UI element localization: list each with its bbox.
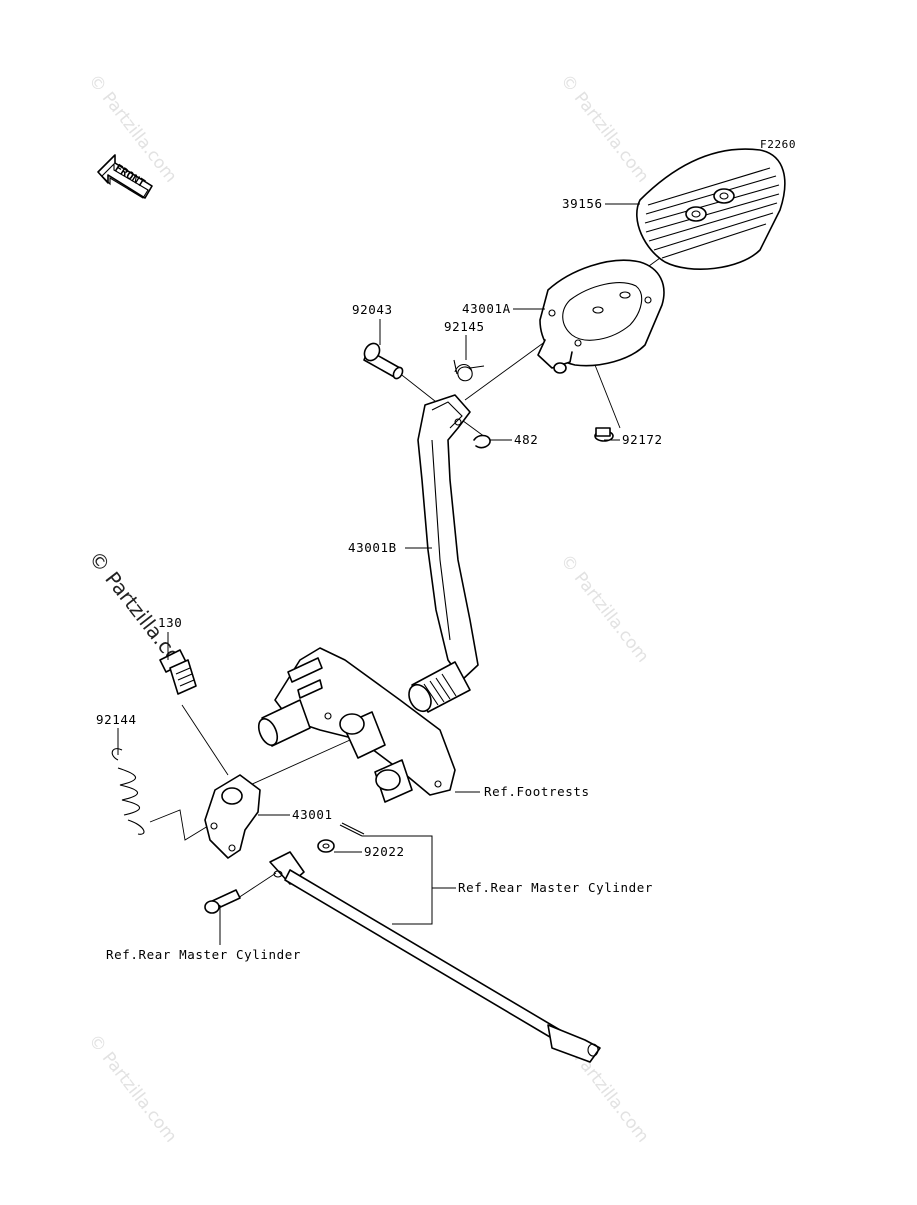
watermark-top-right: © Partzilla.com: [556, 71, 653, 187]
cotter-pin: [339, 822, 365, 837]
spring-92144: [111, 748, 145, 835]
label-92172: 92172: [622, 432, 663, 447]
label-43001B: 43001B: [348, 540, 397, 555]
watermarks: © Partzilla.com © Partzilla.com © Partzi…: [84, 71, 653, 1147]
label-ref-rear-master-cylinder-left: Ref.Rear Master Cylinder: [106, 947, 301, 962]
leader-lines: [117, 203, 640, 945]
brake-arm-43001: [204, 774, 261, 859]
label-92144: 92144: [96, 712, 137, 727]
clip-482: [473, 434, 491, 449]
label-43001: 43001: [292, 807, 333, 822]
bolt-130: [159, 649, 197, 695]
washer-92022: [317, 839, 335, 853]
splined-shaft: [408, 661, 471, 713]
spring-92145: [453, 359, 485, 382]
front-arrow-icon: FRONT: [97, 154, 153, 199]
label-92022: 92022: [364, 844, 405, 859]
label-43001A: 43001A: [462, 301, 511, 316]
label-130: 130: [158, 615, 182, 630]
pin-92043: [363, 342, 404, 380]
pedal-pad-39156: [636, 148, 786, 270]
part-labels: 39156 43001A 92043 92145 482 92172 43001…: [96, 196, 663, 962]
footrest-bracket: [257, 647, 456, 803]
label-39156: 39156: [562, 196, 603, 211]
watermark-mid-right: © Partzilla.com: [556, 551, 653, 667]
label-ref-rear-master-cylinder-right: Ref.Rear Master Cylinder: [458, 880, 653, 895]
figure-code: F2260: [760, 138, 796, 151]
clevis-pin: [204, 889, 241, 914]
push-rod: [269, 851, 601, 1063]
pedal-lever-43001B: [417, 394, 479, 681]
label-482: 482: [514, 432, 538, 447]
pedal-base-43001A: [537, 259, 665, 374]
bolt-92172: [594, 427, 614, 442]
label-92145: 92145: [444, 319, 485, 334]
watermark-bottom-left: © Partzilla.com: [84, 1031, 181, 1147]
label-92043: 92043: [352, 302, 393, 317]
label-ref-footrests: Ref.Footrests: [484, 784, 590, 799]
